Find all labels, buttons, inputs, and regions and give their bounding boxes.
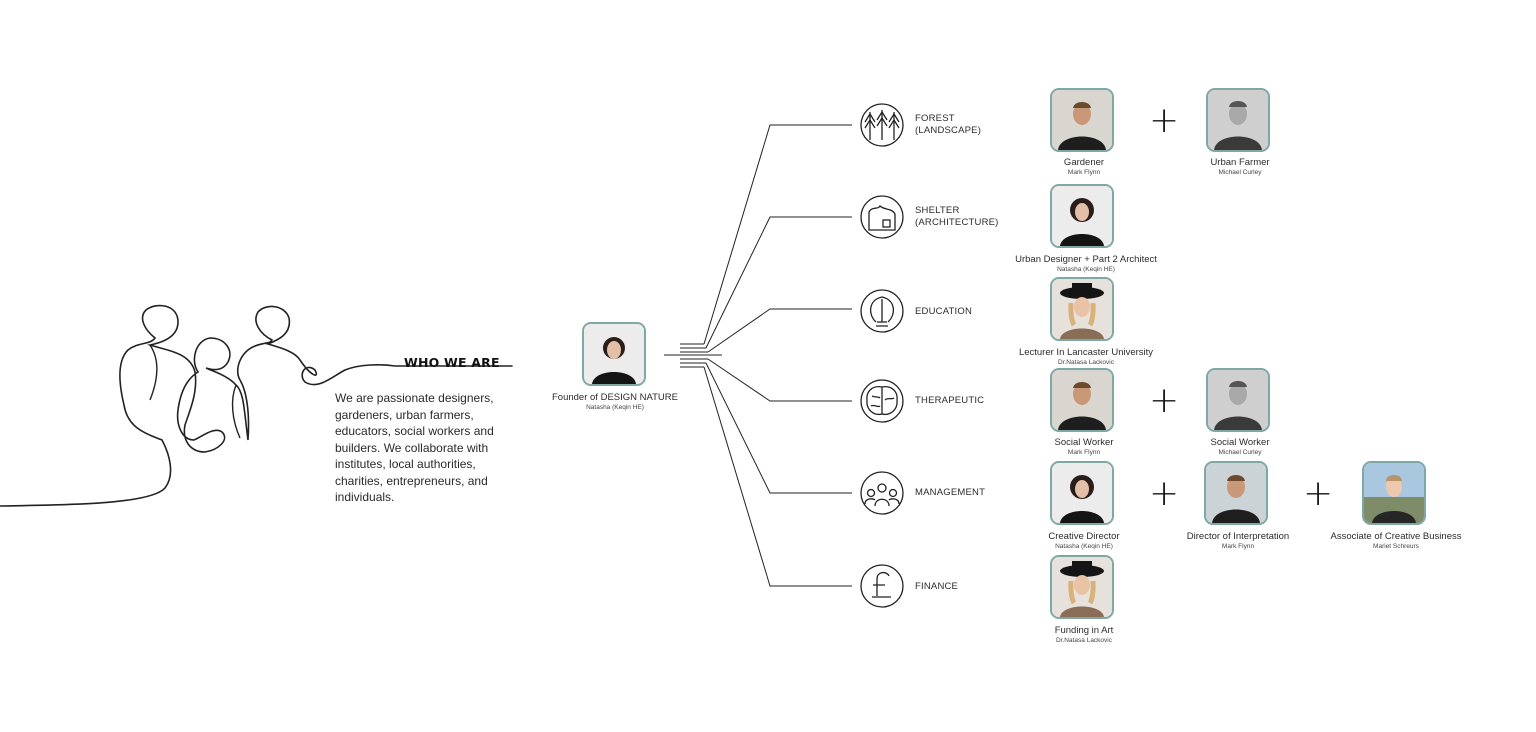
plus-sign: +	[1303, 473, 1334, 514]
founder-name: Natasha (Keqin HE)	[586, 404, 644, 411]
people-line-drawing	[0, 304, 513, 507]
member-photo	[1050, 555, 1114, 619]
member-photo	[1204, 461, 1268, 525]
plus-sign: +	[1149, 473, 1180, 514]
brain-icon	[860, 379, 904, 423]
people-group-icon	[860, 471, 904, 515]
founder-caption: Founder of DESIGN NATURE Natasha (Keqin …	[552, 392, 678, 412]
member-caption: Lecturer In Lancaster University Dr.Nata…	[1018, 347, 1154, 366]
member-caption: Social Worker Mark Flynn	[1054, 437, 1114, 456]
member-caption: Gardener Mark Flynn	[1063, 157, 1105, 176]
member-photo	[1206, 368, 1270, 432]
member-photo	[1050, 88, 1114, 152]
member-photo	[1050, 368, 1114, 432]
member-caption: Creative Director Natasha (Keqin HE)	[1048, 531, 1120, 550]
plus-sign: +	[1149, 100, 1180, 141]
dept-therapeutic-label: THERAPEUTIC	[915, 395, 985, 406]
who-we-are-heading: WHO WE ARE	[404, 355, 500, 370]
dept-forest-label: FOREST(LANDSCAPE)	[915, 113, 982, 136]
member-photo	[1362, 461, 1426, 525]
founder-role: Founder of DESIGN NATURE	[551, 392, 679, 403]
founder-connector	[664, 124, 852, 587]
member-photo	[1050, 184, 1114, 248]
member-caption: Director of Interpretation Mark Flynn	[1186, 531, 1290, 550]
house-icon	[860, 195, 904, 239]
member-photo	[1206, 88, 1270, 152]
member-photo	[1050, 461, 1114, 525]
member-caption: Urban Farmer Michael Curley	[1210, 157, 1270, 176]
dept-shelter-label: SHELTER(ARCHITECTURE)	[915, 205, 999, 228]
member-caption: Urban Designer + Part 2 Architect Natash…	[1015, 254, 1157, 273]
member-caption: Social Worker Michael Curley	[1210, 437, 1270, 456]
member-photo	[1050, 277, 1114, 341]
dept-finance-label: FINANCE	[915, 581, 959, 592]
lightbulb-brain-icon	[860, 289, 904, 333]
dept-education-label: EDUCATION	[915, 306, 973, 317]
dept-management-label: MANAGEMENT	[915, 487, 986, 498]
plus-sign: +	[1149, 380, 1180, 421]
member-caption: Associate of Creative Business Mariet Sc…	[1330, 531, 1462, 550]
founder-photo	[582, 322, 646, 386]
trees-icon	[860, 103, 904, 147]
pound-sign-icon	[860, 564, 904, 608]
intro-paragraph: We are passionate designers, gardeners, …	[335, 391, 494, 504]
member-caption: Funding in Art Dr.Natasa Lackovic	[1054, 625, 1114, 644]
